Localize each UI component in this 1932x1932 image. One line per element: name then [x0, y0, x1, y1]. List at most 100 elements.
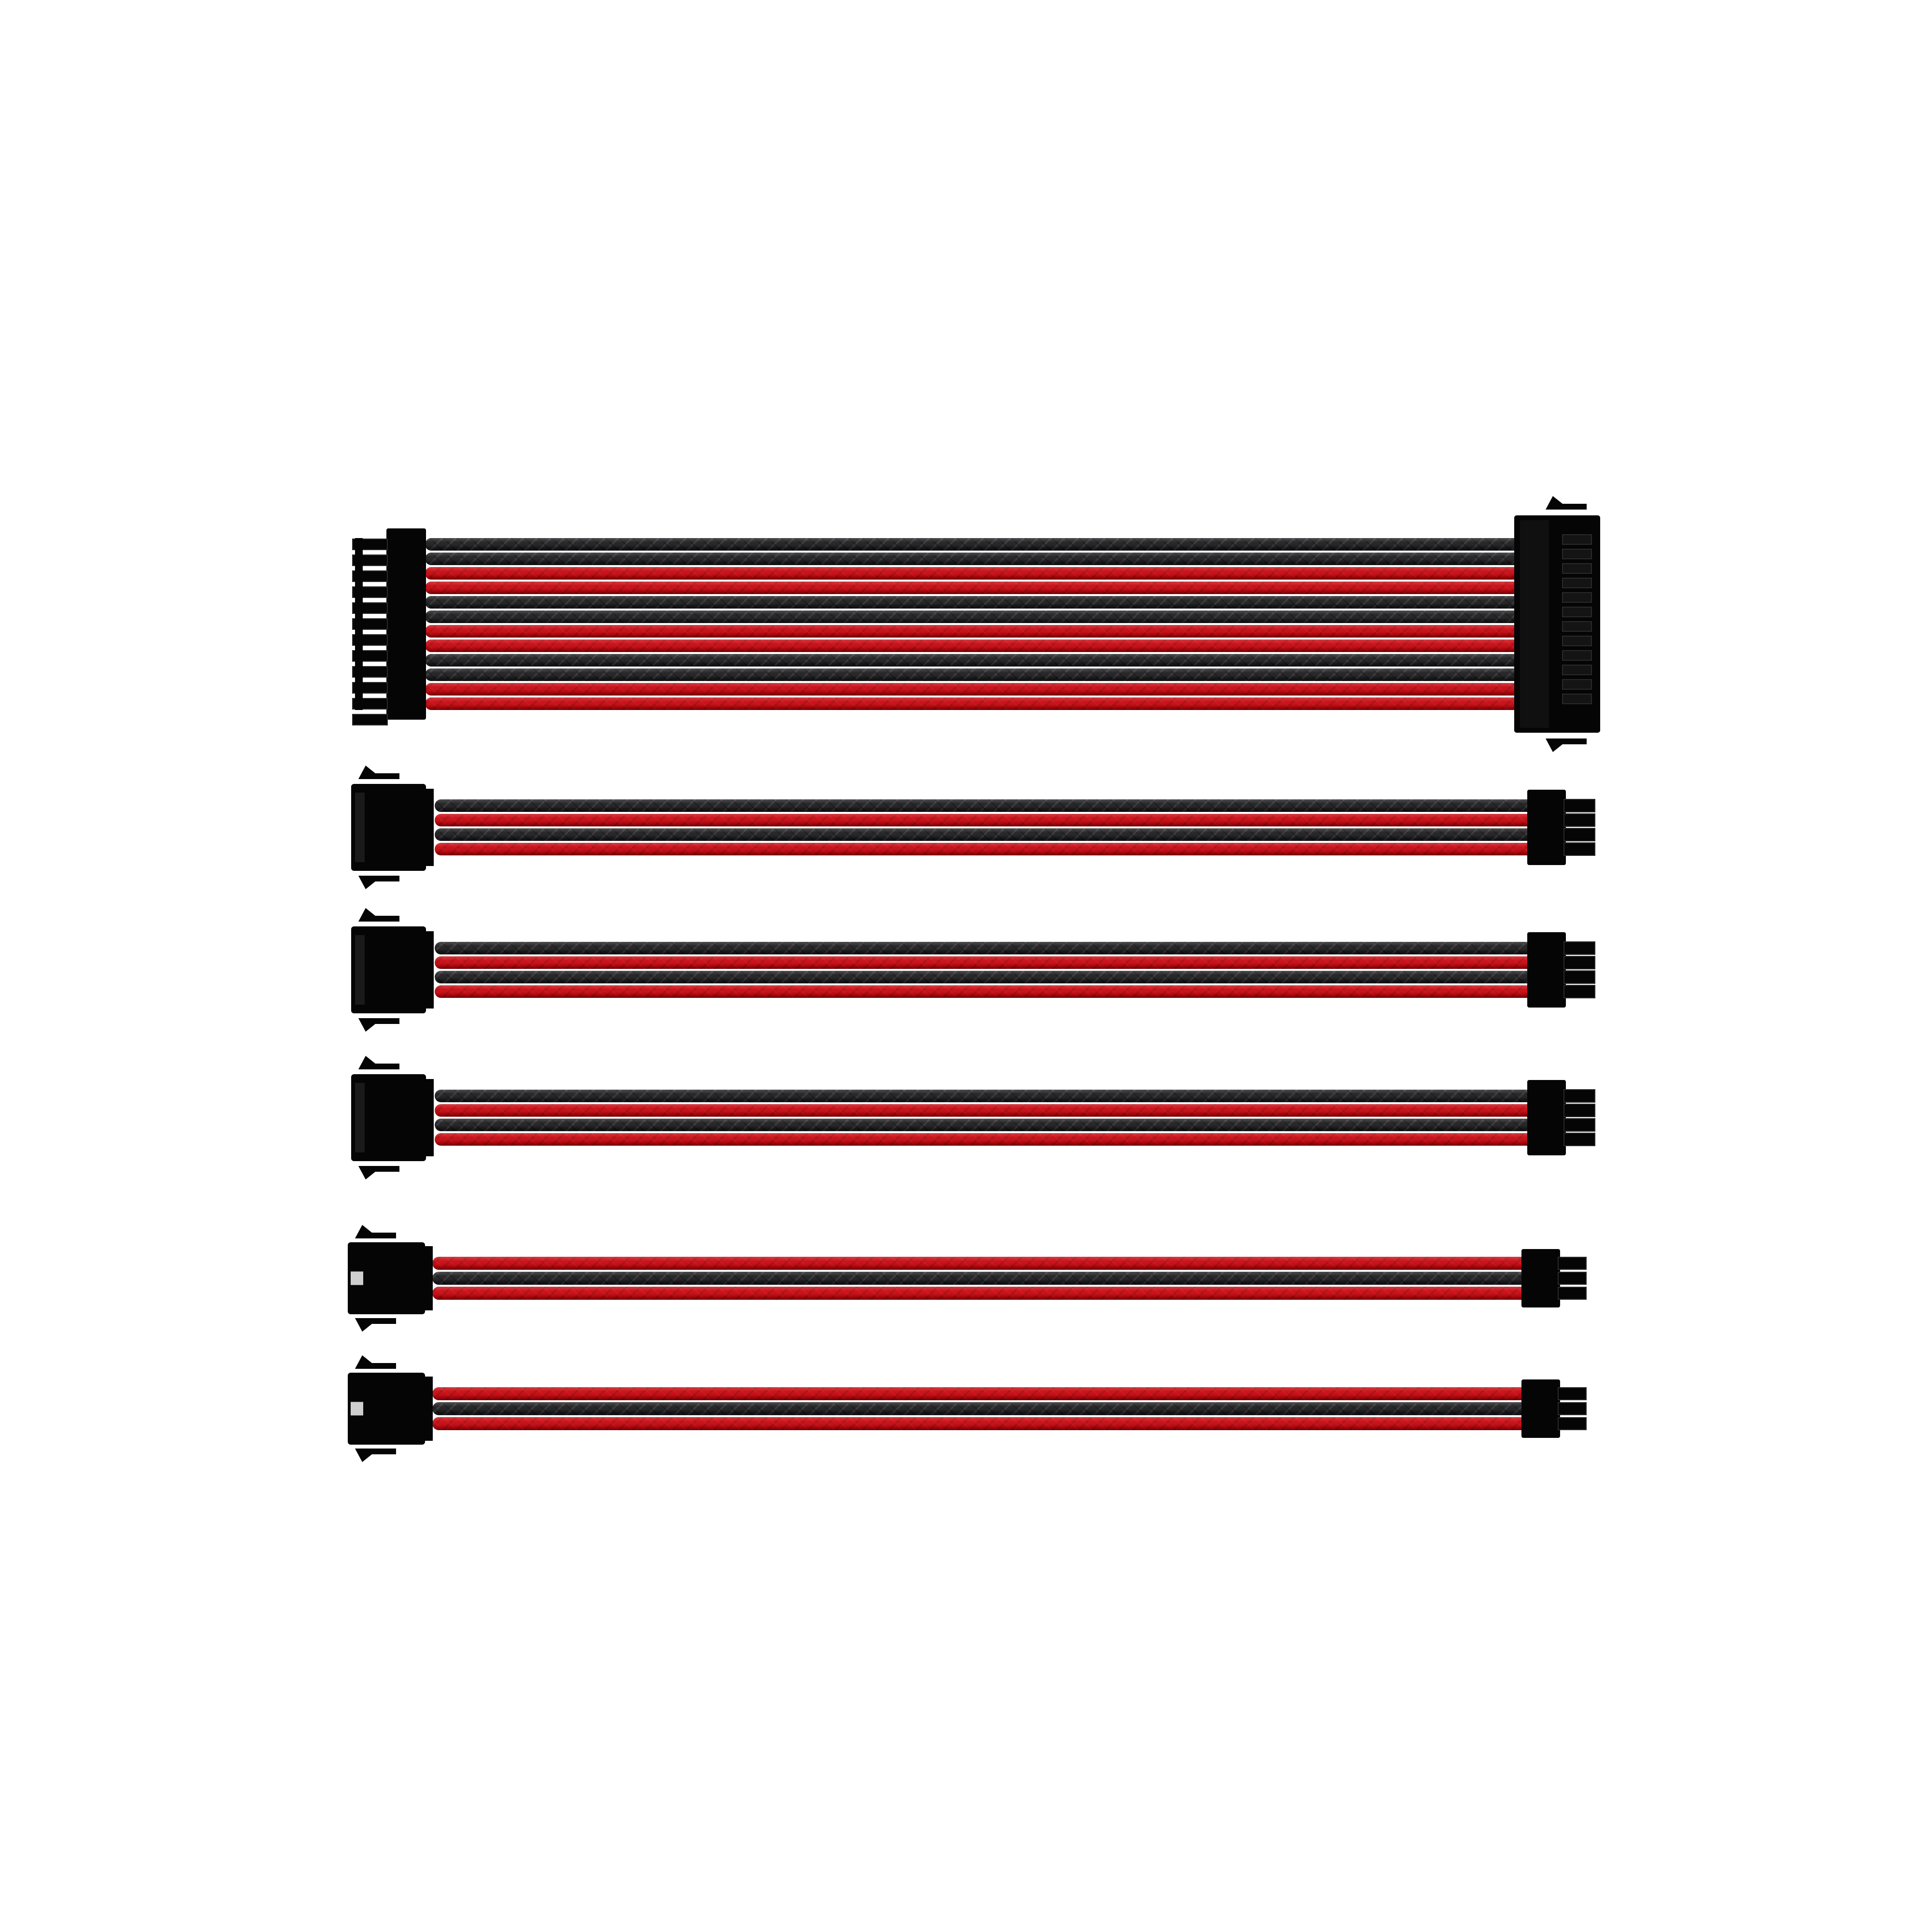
atx-24pin-extension-left-connector: [386, 528, 426, 720]
eps-8pin-extension-left-connector: [351, 784, 426, 871]
eps-8pin-extension-left-latch-top: [358, 766, 399, 779]
pcie-6pin-extension-2-left-latch-top: [355, 1355, 396, 1369]
pcie-6pin-extension-2-left-latch-bottom: [355, 1449, 396, 1462]
pcie-8pin-extension-2-right-connector: [1527, 1080, 1566, 1155]
pcie-8pin-extension-2-left-latch-top: [358, 1056, 399, 1069]
eps-8pin-extension-right-pin-0: [1563, 799, 1595, 812]
atx-24pin-extension-wire-1-shade: [425, 553, 1521, 565]
pcie-8pin-extension-2: [351, 1056, 1595, 1179]
pcie-6pin-extension-2-left-window: [351, 1402, 363, 1416]
pcie-6pin-extension-2-wire-2-shade: [432, 1417, 1529, 1430]
pcie-6pin-extension-2-right-pin-1: [1558, 1402, 1587, 1415]
pcie-6pin-extension-1-right-pin-2: [1558, 1287, 1587, 1300]
pcie-8pin-extension-1-left-latch-top: [358, 908, 399, 922]
pcie-6pin-extension-2-right-pin-0: [1558, 1387, 1587, 1400]
atx-24pin-extension-right-socket-10: [1562, 679, 1592, 690]
pcie-8pin-extension-2-right-pin-3: [1563, 1133, 1595, 1146]
atx-24pin-extension-right-latch-bottom: [1546, 739, 1587, 752]
pcie-8pin-extension-1-right-pin-3: [1563, 985, 1595, 998]
pcie-6pin-extension-1-left-collar: [422, 1246, 433, 1310]
atx-24pin-extension-right-socket-6: [1562, 621, 1592, 632]
pcie-6pin-extension-2-left-collar: [422, 1377, 433, 1441]
pcie-8pin-extension-1-right-pin-0: [1563, 941, 1595, 955]
pcie-6pin-extension-2-right-pin-2: [1558, 1417, 1587, 1430]
eps-8pin-extension-right-pin-2: [1563, 828, 1595, 841]
atx-24pin-extension-right-socket-4: [1562, 592, 1592, 603]
atx-24pin-extension-right-socket-7: [1562, 636, 1592, 646]
eps-8pin-extension-left-collar: [423, 789, 434, 866]
pcie-8pin-extension-1-wire-3-shade: [435, 985, 1536, 998]
eps-8pin-extension: [351, 766, 1595, 889]
pcie-6pin-extension-1-wire-2-shade: [432, 1287, 1529, 1300]
pcie-8pin-extension-2-wire-0-shade: [435, 1090, 1536, 1102]
atx-24pin-extension-right-socket-1: [1562, 549, 1592, 559]
pcie-8pin-extension-1-left-collar: [423, 931, 434, 1009]
pcie-8pin-extension-2-left-face: [355, 1083, 365, 1152]
eps-8pin-extension-left-face: [355, 793, 365, 862]
pcie-8pin-extension-2-wire-1-shade: [435, 1104, 1536, 1117]
pcie-8pin-extension-2-left-latch-bottom: [358, 1166, 399, 1179]
eps-8pin-extension-wire-3-shade: [435, 843, 1536, 855]
atx-24pin-extension-right-shroud: [1520, 520, 1549, 728]
pcie-6pin-extension-2-wire-0-shade: [432, 1387, 1529, 1400]
pcie-6pin-extension-1-left-latch-bottom: [355, 1318, 396, 1332]
pcie-6pin-extension-1: [348, 1225, 1587, 1332]
pcie-8pin-extension-2-right-pin-2: [1563, 1118, 1595, 1132]
eps-8pin-extension-right-pin-1: [1563, 813, 1595, 827]
pcie-8pin-extension-1-wire-0-shade: [435, 942, 1536, 954]
atx-24pin-extension-right-socket-0: [1562, 534, 1592, 545]
eps-8pin-extension-right-connector: [1527, 790, 1566, 865]
eps-8pin-extension-left-latch-bottom: [358, 876, 399, 889]
pcie-8pin-extension-2-left-collar: [423, 1079, 434, 1156]
pcie-6pin-extension-1-right-pin-1: [1558, 1272, 1587, 1285]
pcie-8pin-extension-1-left-latch-bottom: [358, 1018, 399, 1032]
atx-24pin-extension-right-socket-9: [1562, 665, 1592, 675]
atx-24pin-extension-right-socket-8: [1562, 650, 1592, 661]
pcie-6pin-extension-2-left-connector: [348, 1373, 425, 1445]
atx-24pin-extension-wire-5-shade: [425, 611, 1521, 623]
atx-24pin-extension-right-socket-2: [1562, 563, 1592, 574]
atx-24pin-extension-wire-6-shade: [425, 625, 1521, 638]
atx-24pin-extension-wire-11-shade: [425, 697, 1521, 710]
atx-24pin-extension-wire-4-shade: [425, 596, 1521, 609]
pcie-8pin-extension-2-wire-3-shade: [435, 1133, 1536, 1146]
pcie-8pin-extension-1-left-face: [355, 935, 365, 1005]
pcie-8pin-extension-1: [351, 908, 1595, 1032]
atx-24pin-extension-wire-8-shade: [425, 654, 1521, 667]
pcie-8pin-extension-1-wire-2-shade: [435, 971, 1536, 983]
eps-8pin-extension-wire-2-shade: [435, 828, 1536, 841]
pcie-6pin-extension-2: [348, 1355, 1587, 1462]
atx-24pin-extension-wire-2-shade: [425, 567, 1521, 580]
pcie-8pin-extension-1-right-connector: [1527, 932, 1566, 1008]
pcie-6pin-extension-1-left-connector: [348, 1242, 425, 1314]
atx-24pin-extension-wire-3-shade: [425, 582, 1521, 594]
pcie-8pin-extension-2-wire-2-shade: [435, 1119, 1536, 1131]
atx-24pin-extension-right-socket-3: [1562, 578, 1592, 588]
pcie-6pin-extension-2-wire-1-shade: [432, 1402, 1529, 1415]
atx-24pin-extension-wire-9-shade: [425, 668, 1521, 681]
pcie-8pin-extension-1-left-connector: [351, 926, 426, 1013]
pcie-6pin-extension-2-right-connector: [1521, 1379, 1560, 1438]
pcie-8pin-extension-2-left-connector: [351, 1074, 426, 1161]
atx-24pin-extension-right-latch-top: [1546, 496, 1587, 510]
pcie-8pin-extension-2-right-pin-0: [1563, 1089, 1595, 1103]
pcie-8pin-extension-1-right-pin-2: [1563, 970, 1595, 984]
atx-24pin-extension-left-pin-11: [352, 714, 388, 725]
pcie-6pin-extension-1-wire-1-shade: [432, 1272, 1529, 1285]
atx-24pin-extension-right-socket-11: [1562, 694, 1592, 704]
eps-8pin-extension-wire-0-shade: [435, 799, 1536, 812]
pcie-8pin-extension-2-right-pin-1: [1563, 1104, 1595, 1117]
atx-24pin-extension-right-socket-5: [1562, 607, 1592, 617]
atx-24pin-extension-left-pin-spine: [355, 538, 363, 710]
atx-24pin-extension-wire-0-shade: [425, 538, 1521, 551]
pcie-6pin-extension-1-right-connector: [1521, 1249, 1560, 1307]
eps-8pin-extension-right-pin-3: [1563, 842, 1595, 856]
atx-24pin-extension-wire-7-shade: [425, 639, 1521, 652]
atx-24pin-extension-wire-10-shade: [425, 683, 1521, 696]
pcie-6pin-extension-1-left-window: [351, 1271, 363, 1285]
atx-24pin-extension: [352, 496, 1600, 752]
pcie-8pin-extension-1-wire-1-shade: [435, 956, 1536, 969]
pcie-6pin-extension-1-right-pin-0: [1558, 1257, 1587, 1270]
pcie-8pin-extension-1-right-pin-1: [1563, 956, 1595, 969]
